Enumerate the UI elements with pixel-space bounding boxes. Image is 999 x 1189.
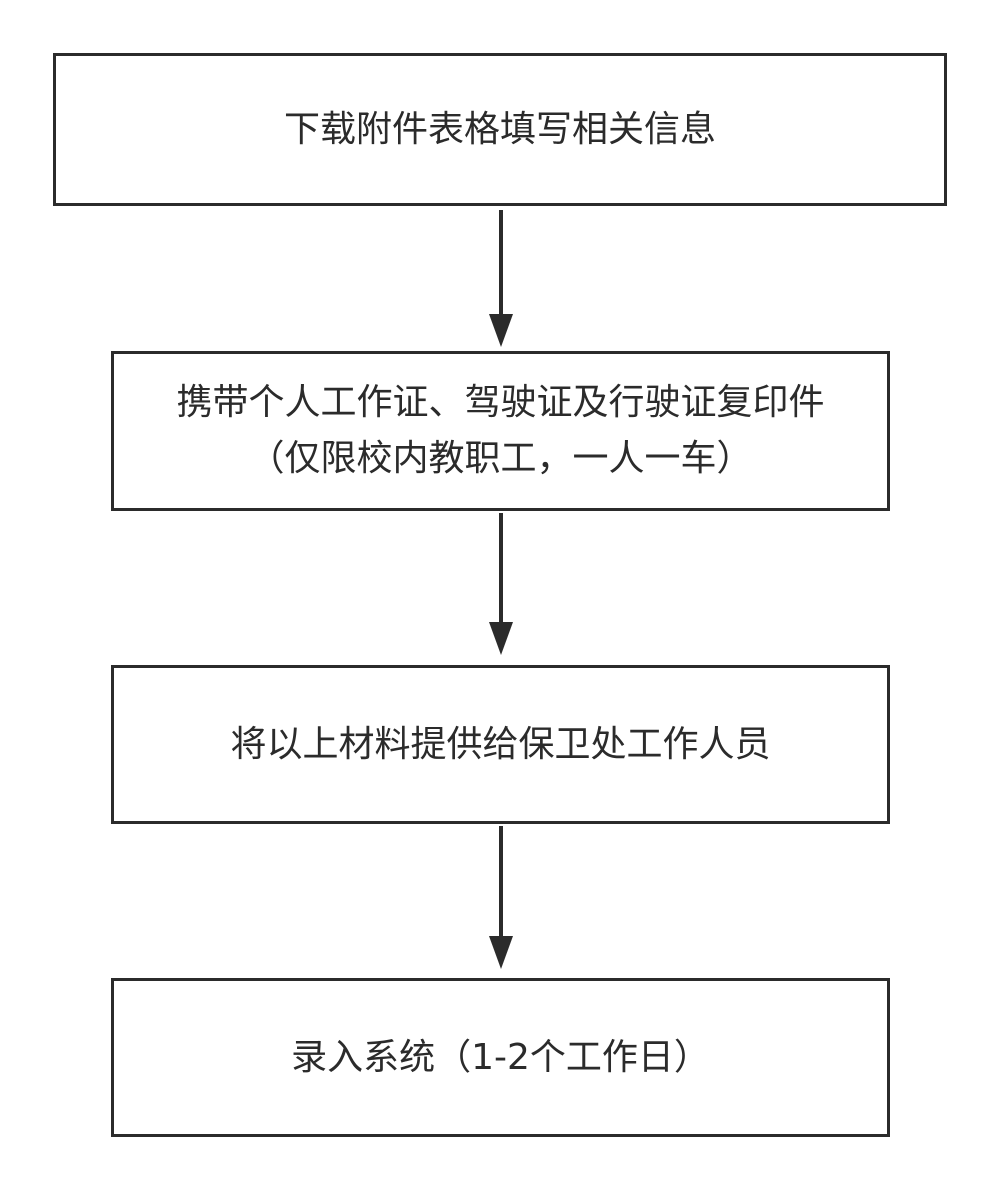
- arrow-step-2-to-3: [489, 513, 513, 655]
- arrow-2-head: [489, 622, 513, 655]
- step-2-text-line-1: 携带个人工作证、驾驶证及行驶证复印件: [176, 382, 825, 423]
- arrow-3-head: [489, 936, 513, 969]
- step-3-text: 将以上材料提供给保卫处工作人员: [230, 723, 771, 765]
- step-1-text: 下载附件表格填写相关信息: [283, 108, 716, 150]
- arrow-step-3-to-4: [489, 826, 513, 969]
- arrow-step-1-to-2: [489, 210, 513, 347]
- step-4-text: 录入系统（1-2个工作日）: [291, 1036, 710, 1078]
- arrow-1-head: [489, 314, 513, 347]
- step-2-text-line-2: （仅限校内教职工，一人一车）: [248, 438, 753, 479]
- step-box-4: 录入系统（1-2个工作日）: [111, 978, 890, 1137]
- step-box-2: 携带个人工作证、驾驶证及行驶证复印件 （仅限校内教职工，一人一车）: [111, 351, 890, 511]
- step-box-3: 将以上材料提供给保卫处工作人员: [111, 665, 890, 824]
- step-box-1: 下载附件表格填写相关信息: [53, 53, 947, 206]
